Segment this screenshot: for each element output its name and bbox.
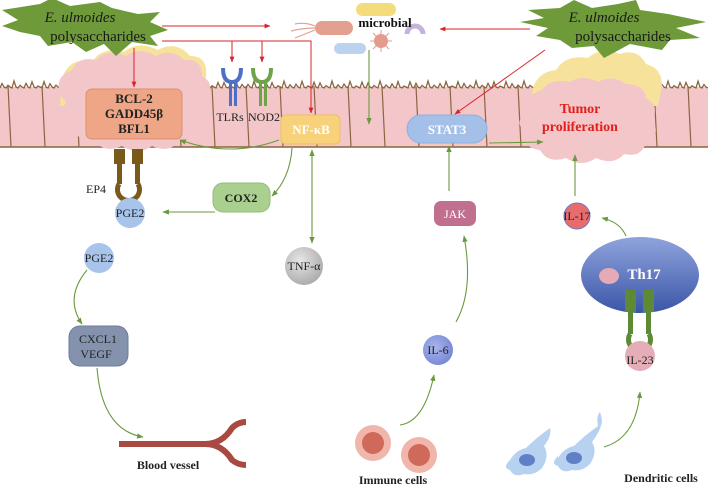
nod2-receptor-icon [251,67,273,106]
stat3-label: STAT3 [428,122,467,137]
il17-label: IL-17 [563,209,590,223]
il23-node [625,341,655,371]
pge2-bound-label: PGE2 [116,206,145,220]
arrow-drug-to-nfkb [162,40,314,114]
ep4-receptor-icon [114,149,143,203]
tumor-label-line2: proliferation [542,120,618,135]
vegf-label: VEGF [80,347,112,361]
tnf-alpha-node [285,247,323,285]
arrow-nfkb-to-bcl2 [179,139,280,150]
arrow-pge2-to-cxcl1 [73,269,88,325]
ep4-label: EP4 [86,182,106,196]
nod2-label: NOD2 [248,110,280,124]
drug-left-starburst: E. ulmoides polysaccharides [2,0,168,56]
gadd45b-label: GADD45β [105,106,163,121]
arrow-th17-to-il17 [601,216,627,237]
immune-cells-label: Immune cells [359,473,428,487]
cell-divider [7,85,12,148]
cell-divider [381,85,386,148]
dendritic-cells-icon [506,412,602,476]
drug-right-line1: E. ulmoides [568,10,640,26]
cell-divider [483,85,488,148]
apoptosis-gene-box: BCL-2 GADD45β BFL1 [85,88,183,140]
immune-cells-icon [355,425,437,473]
il23-label: IL-23 [626,353,653,367]
cxcl1-label: CXCL1 [79,332,117,346]
cox2-label: COX2 [225,191,258,205]
cell-divider [41,85,46,148]
green-arrows [73,50,643,448]
right-tumor-cloud: Tumor proliferation [519,50,662,163]
arrow-immune-to-il6 [399,374,436,426]
microbial-label: microbial [358,15,412,30]
cox2-node: COX2 [212,182,271,213]
right-cloud-body [519,78,656,163]
bcl2-label: BCL-2 [115,91,153,106]
tlrs-receptor-icon [221,67,243,106]
pge2-free-label: PGE2 [85,251,114,265]
th17-label: Th17 [627,267,661,283]
blood-vessel-icon [119,419,247,468]
cell-divider [245,85,250,148]
arrow-drug-right-to-stat3 [454,49,546,115]
il6-node [423,335,453,365]
arrow-dendritic-to-il23 [603,391,643,448]
il17-node [563,202,591,230]
cell-divider [211,85,216,148]
drug-right-line2: polysaccharides [575,29,671,45]
arrow-nfkb-to-cox2 [271,147,293,197]
starburst-shape [2,0,168,56]
il6-label: IL-6 [427,343,448,357]
tnf-alpha-label: TNF-α [288,259,322,273]
red-arrows [131,23,546,115]
jak-node: JAK [434,201,476,226]
stat3-node: STAT3 [406,114,488,144]
arrow-stat3-to-tumor [488,139,544,145]
drug-right-starburst: E. ulmoides polysaccharides [520,0,706,58]
microbial-cluster: microbial [290,3,426,54]
arrow-cxcl1-to-vessel [96,367,144,439]
starburst-shape [520,0,706,58]
spiky-microbe-icon [370,30,392,52]
bfl1-label: BFL1 [118,121,150,136]
rod-bacterium-icon [356,3,396,16]
pge2-free-node [84,243,114,273]
tlrs-label: TLRs [216,110,244,124]
cell-divider [517,85,522,148]
blood-vessel-label: Blood vessel [137,458,200,472]
jak-label: JAK [444,207,466,221]
arrow-il6-to-jak [455,235,469,323]
dendritic-cells-label: Dendritic cells [624,471,698,485]
pge2-bound-node [115,198,145,228]
cell-divider [687,85,692,148]
tumor-label-line1: Tumor [560,102,601,117]
th17-cell: Th17 [581,237,699,353]
nfkb-label: NF-κB [292,122,330,137]
drug-left-line1: E. ulmoides [44,10,116,26]
rod-bacterium-blue-icon [334,43,366,54]
drug-left-line2: polysaccharides [50,29,146,45]
cxcl1-vegf-node: CXCL1 VEGF [68,325,129,367]
cell-divider [347,85,352,148]
curved-bacterium-icon [404,23,426,35]
flagellated-bacterium-icon [290,21,353,39]
nfkb-node: NF-κB [280,114,341,145]
